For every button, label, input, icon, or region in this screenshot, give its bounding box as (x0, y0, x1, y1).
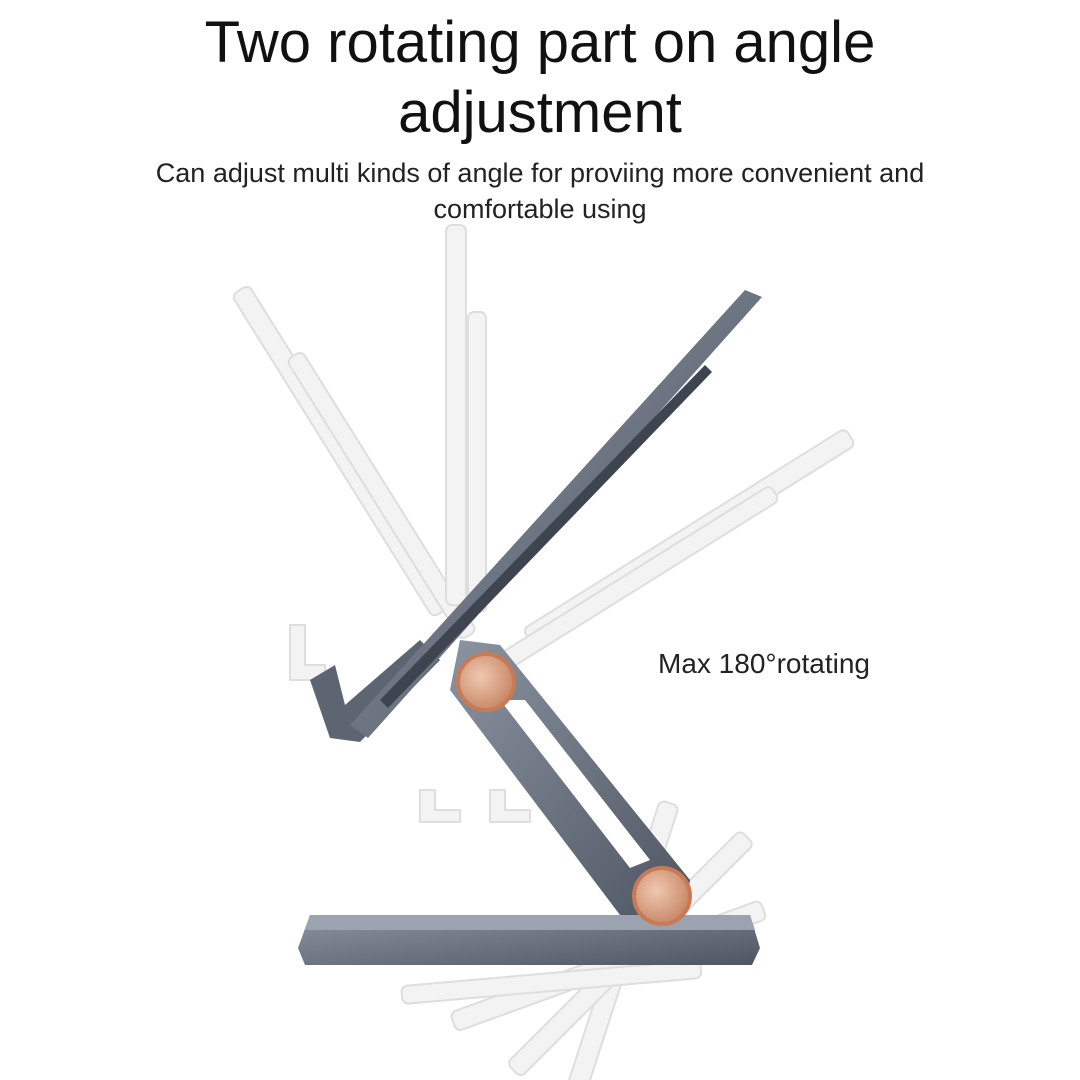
tablet-edge (380, 365, 712, 708)
upper-hinge-knob (456, 652, 516, 712)
arm-slot (500, 700, 650, 868)
stand (298, 290, 762, 965)
subtitle: Can adjust multi kinds of angle for prov… (155, 158, 925, 224)
page-title: Two rotating part on angle adjustment (0, 8, 1080, 148)
lower-hinge-knob (632, 866, 692, 926)
title-line-2: adjustment (398, 80, 682, 145)
rotation-callout: Max 180°rotating (658, 648, 870, 679)
title-line-1: Two rotating part on angle (204, 10, 876, 75)
base-top (305, 915, 755, 930)
